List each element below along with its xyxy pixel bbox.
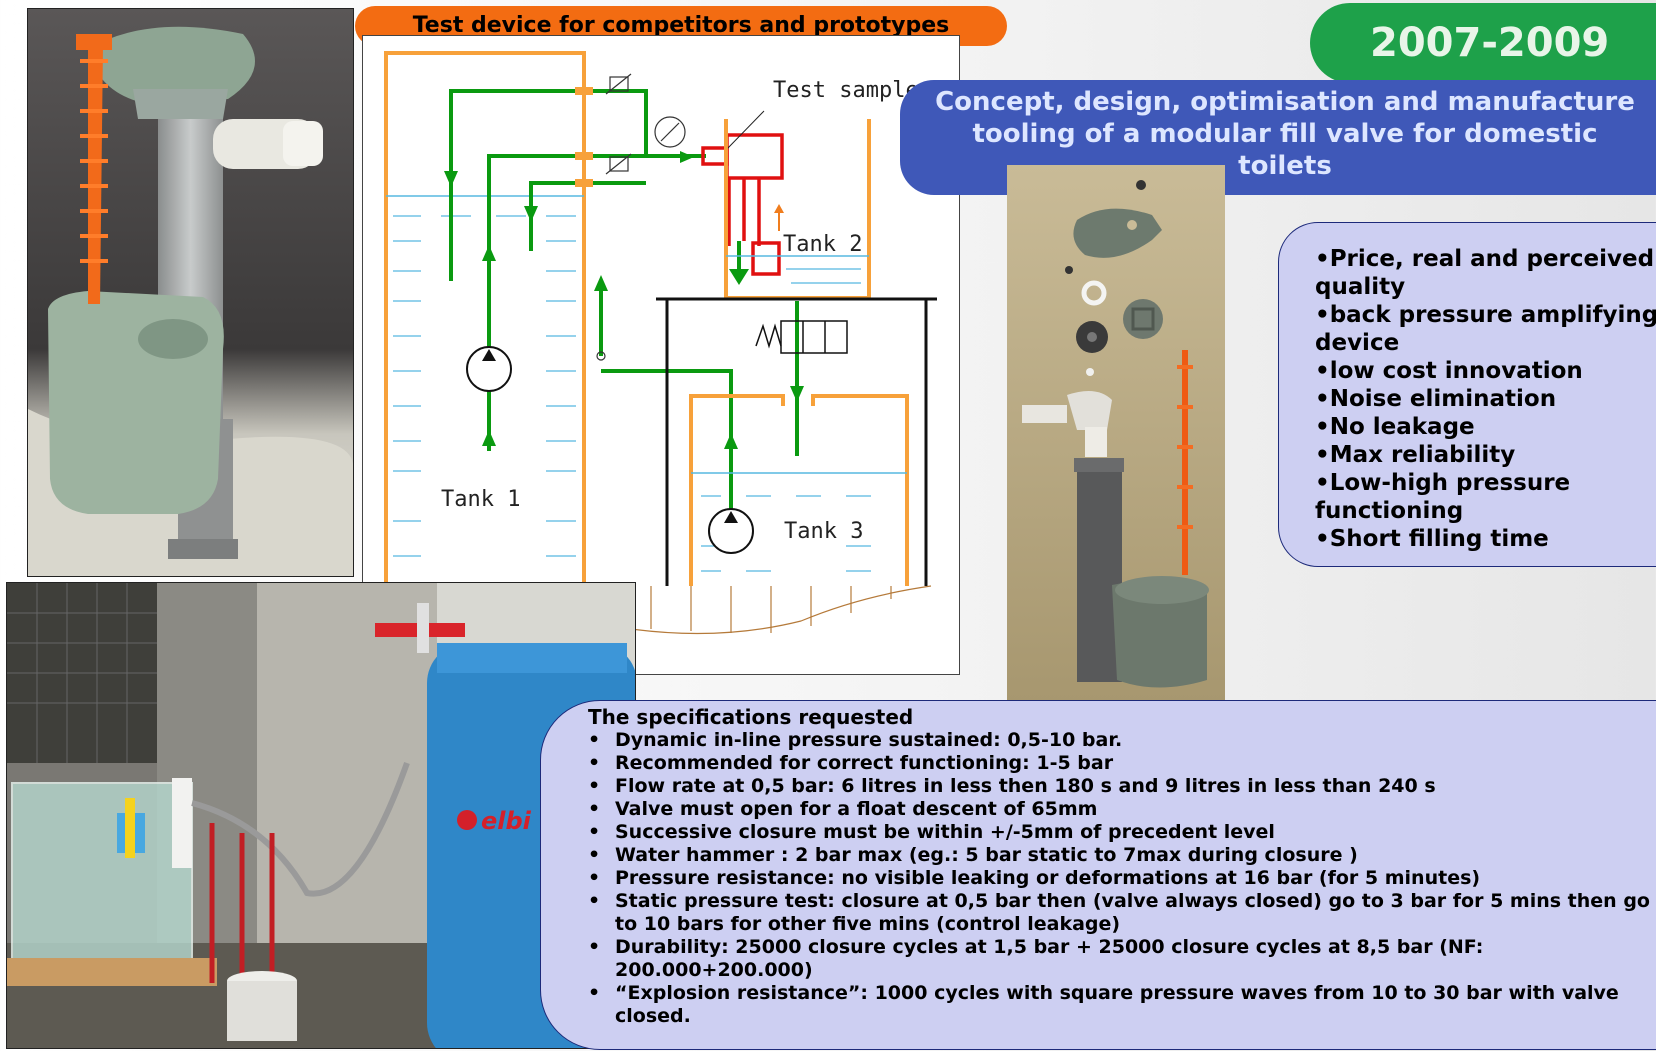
test-circuit-schematic: Test sample Tank 2 — [384, 51, 937, 635]
feature-item: •Price, real and perceived quality — [1315, 246, 1655, 300]
pumps — [466, 346, 754, 554]
spec-item: • Valve must open for a float descent of … — [588, 798, 1656, 821]
project-banner-line-1: Concept, design, optimisation and manufa… — [935, 87, 1635, 117]
bullet: • — [588, 844, 601, 866]
spec-item: • Dynamic in-line pressure sustained: 0,5… — [588, 729, 1656, 752]
ground-hatch — [630, 585, 932, 635]
bullet: • — [588, 936, 601, 958]
spec-text: Dynamic in-line pressure sustained: 0,5-… — [615, 729, 1123, 751]
spec-item: • Durability: 25000 closure cycles at 1,5… — [588, 936, 1656, 982]
feature-item: •back pressure amplifying device — [1315, 302, 1656, 356]
spec-item: • Pressure resistance: no visible leaking… — [588, 867, 1656, 890]
bullet: • — [588, 775, 601, 797]
bullet: • — [588, 890, 601, 912]
cylinder-brand: elbi — [457, 807, 532, 835]
feature-item: •Low-high pressure functioning — [1315, 470, 1571, 524]
spec-text: Valve must open for a float descent of 6… — [615, 798, 1098, 820]
spec-text: “Explosion resistance”: 1000 cycles with… — [615, 982, 1619, 1027]
spec-item: • Recommended for correct functioning: 1-… — [588, 752, 1656, 775]
tank3 — [689, 394, 909, 586]
spec-item: • Static pressure test: closure at 0,5 ba… — [588, 890, 1656, 936]
pipe-network — [449, 89, 799, 516]
spec-item: • Successive closure must be within +/-5m… — [588, 821, 1656, 844]
spec-text: Pressure resistance: no visible leaking … — [615, 867, 1481, 889]
spec-item: • “Explosion resistance”: 1000 cycles wit… — [588, 982, 1656, 1028]
year-badge: 2007-2009 — [1310, 3, 1656, 83]
feature-item: •low cost innovation — [1315, 358, 1583, 384]
spec-text: Successive closure must be within +/-5mm… — [615, 821, 1275, 843]
exploded-components-photo — [1007, 165, 1225, 702]
tank2-label: Tank 2 — [783, 232, 862, 257]
components-illustration — [1007, 165, 1225, 702]
bullet: • — [588, 752, 601, 774]
fill-valve-photo — [27, 8, 354, 577]
feature-item: •Short filling time — [1315, 526, 1549, 552]
bullet: • — [588, 867, 601, 889]
spec-text: Water hammer : 2 bar max (eg.: 5 bar sta… — [615, 844, 1358, 866]
spec-text: Durability: 25000 closure cycles at 1,5 … — [615, 936, 1484, 981]
specifications-box: The specifications requested • Dynamic in… — [540, 700, 1656, 1050]
bullet: • — [588, 821, 601, 843]
hydraulic-test-diagram: Test sample Tank 2 — [362, 35, 960, 675]
spec-item: • Water hammer : 2 bar max (eg.: 5 bar st… — [588, 844, 1656, 867]
test-sample — [701, 133, 784, 276]
spec-item: • Flow rate at 0,5 bar: 6 litres in less … — [588, 775, 1656, 798]
test-rig-illustration: elbi — [7, 583, 635, 1048]
tank3-label: Tank 3 — [784, 519, 863, 544]
test-rig-photo: elbi — [6, 582, 636, 1049]
bullet: • — [588, 982, 601, 1004]
cylinder-brand-label: elbi — [481, 807, 532, 835]
tank1-label: Tank 1 — [441, 487, 520, 512]
bullet: • — [588, 729, 601, 751]
flow-valves — [596, 73, 686, 361]
tank1 — [384, 51, 586, 635]
feature-item: •Noise elimination — [1315, 386, 1557, 412]
spec-text: Static pressure test: closure at 0,5 bar… — [615, 890, 1650, 935]
spec-text: Recommended for correct functioning: 1-5… — [615, 752, 1114, 774]
specifications-title: The specifications requested — [588, 705, 914, 729]
directional-valve — [755, 320, 848, 354]
project-banner-line-3: toilets — [1238, 151, 1332, 181]
fill-valve-illustration — [28, 9, 353, 576]
project-banner-line-2: tooling of a modular fill valve for dome… — [972, 119, 1598, 149]
features-box: •Price, real and perceived quality •back… — [1278, 222, 1656, 567]
feature-item: •Max reliability — [1315, 442, 1516, 468]
test-sample-label: Test sample — [773, 78, 919, 103]
platform — [656, 297, 937, 586]
feature-item: •No leakage — [1315, 414, 1475, 440]
bullet: • — [588, 798, 601, 820]
spec-text: Flow rate at 0,5 bar: 6 litres in less t… — [615, 775, 1436, 797]
